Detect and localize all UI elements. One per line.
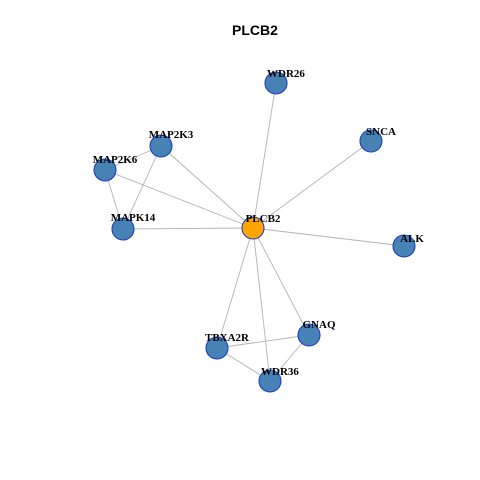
node-map2k6: MAP2K6 [93, 154, 138, 182]
node-circle-alk [392, 234, 416, 258]
node-label-snca: SNCA [366, 126, 396, 138]
edge-map2k3-mapk14 [122, 145, 162, 230]
node-circle-wdr36 [258, 369, 282, 393]
edge-plcb2-mapk14 [122, 227, 254, 230]
node-label-tbxa2r: TBXA2R [205, 332, 250, 344]
edge-plcb2-tbxa2r [216, 227, 254, 349]
node-circle-map2k6 [93, 158, 117, 182]
node-label-mapk14: MAPK14 [111, 212, 156, 224]
node-circle-plcb2 [241, 216, 265, 240]
edge-plcb2-wdr36 [252, 227, 271, 382]
node-tbxa2r: TBXA2R [205, 332, 250, 360]
node-plcb2: PLCB2 [241, 213, 281, 240]
node-label-map2k3: MAP2K3 [149, 129, 194, 141]
node-wdr26: WDR26 [264, 68, 305, 95]
node-label-map2k6: MAP2K6 [93, 154, 138, 166]
node-label-wdr36: WDR36 [261, 366, 299, 378]
node-gnaq: GNAQ [297, 319, 336, 347]
node-mapk14: MAPK14 [111, 212, 156, 241]
node-circle-gnaq [297, 323, 321, 347]
node-circle-tbxa2r [205, 336, 229, 360]
edge-plcb2-alk [252, 227, 405, 247]
node-snca: SNCA [359, 126, 396, 153]
edge-plcb2-map2k3 [160, 145, 254, 229]
node-circle-mapk14 [111, 217, 135, 241]
edge-plcb2-snca [252, 140, 372, 229]
edge-plcb2-map2k6 [104, 169, 254, 229]
edge-plcb2-gnaq [252, 227, 310, 336]
graph-title: PLCB2 [232, 22, 278, 38]
node-alk: ALK [392, 233, 424, 258]
node-wdr36: WDR36 [258, 366, 299, 393]
node-label-wdr26: WDR26 [267, 68, 305, 80]
edge-plcb2-wdr26 [252, 82, 277, 229]
node-map2k3: MAP2K3 [149, 129, 194, 158]
node-circle-wdr26 [264, 71, 288, 95]
node-label-alk: ALK [400, 233, 424, 245]
edge-gnaq-tbxa2r [216, 334, 310, 349]
node-label-gnaq: GNAQ [303, 319, 336, 331]
node-circle-snca [359, 129, 383, 153]
node-circle-map2k3 [149, 134, 173, 158]
node-label-plcb2: PLCB2 [246, 213, 281, 225]
